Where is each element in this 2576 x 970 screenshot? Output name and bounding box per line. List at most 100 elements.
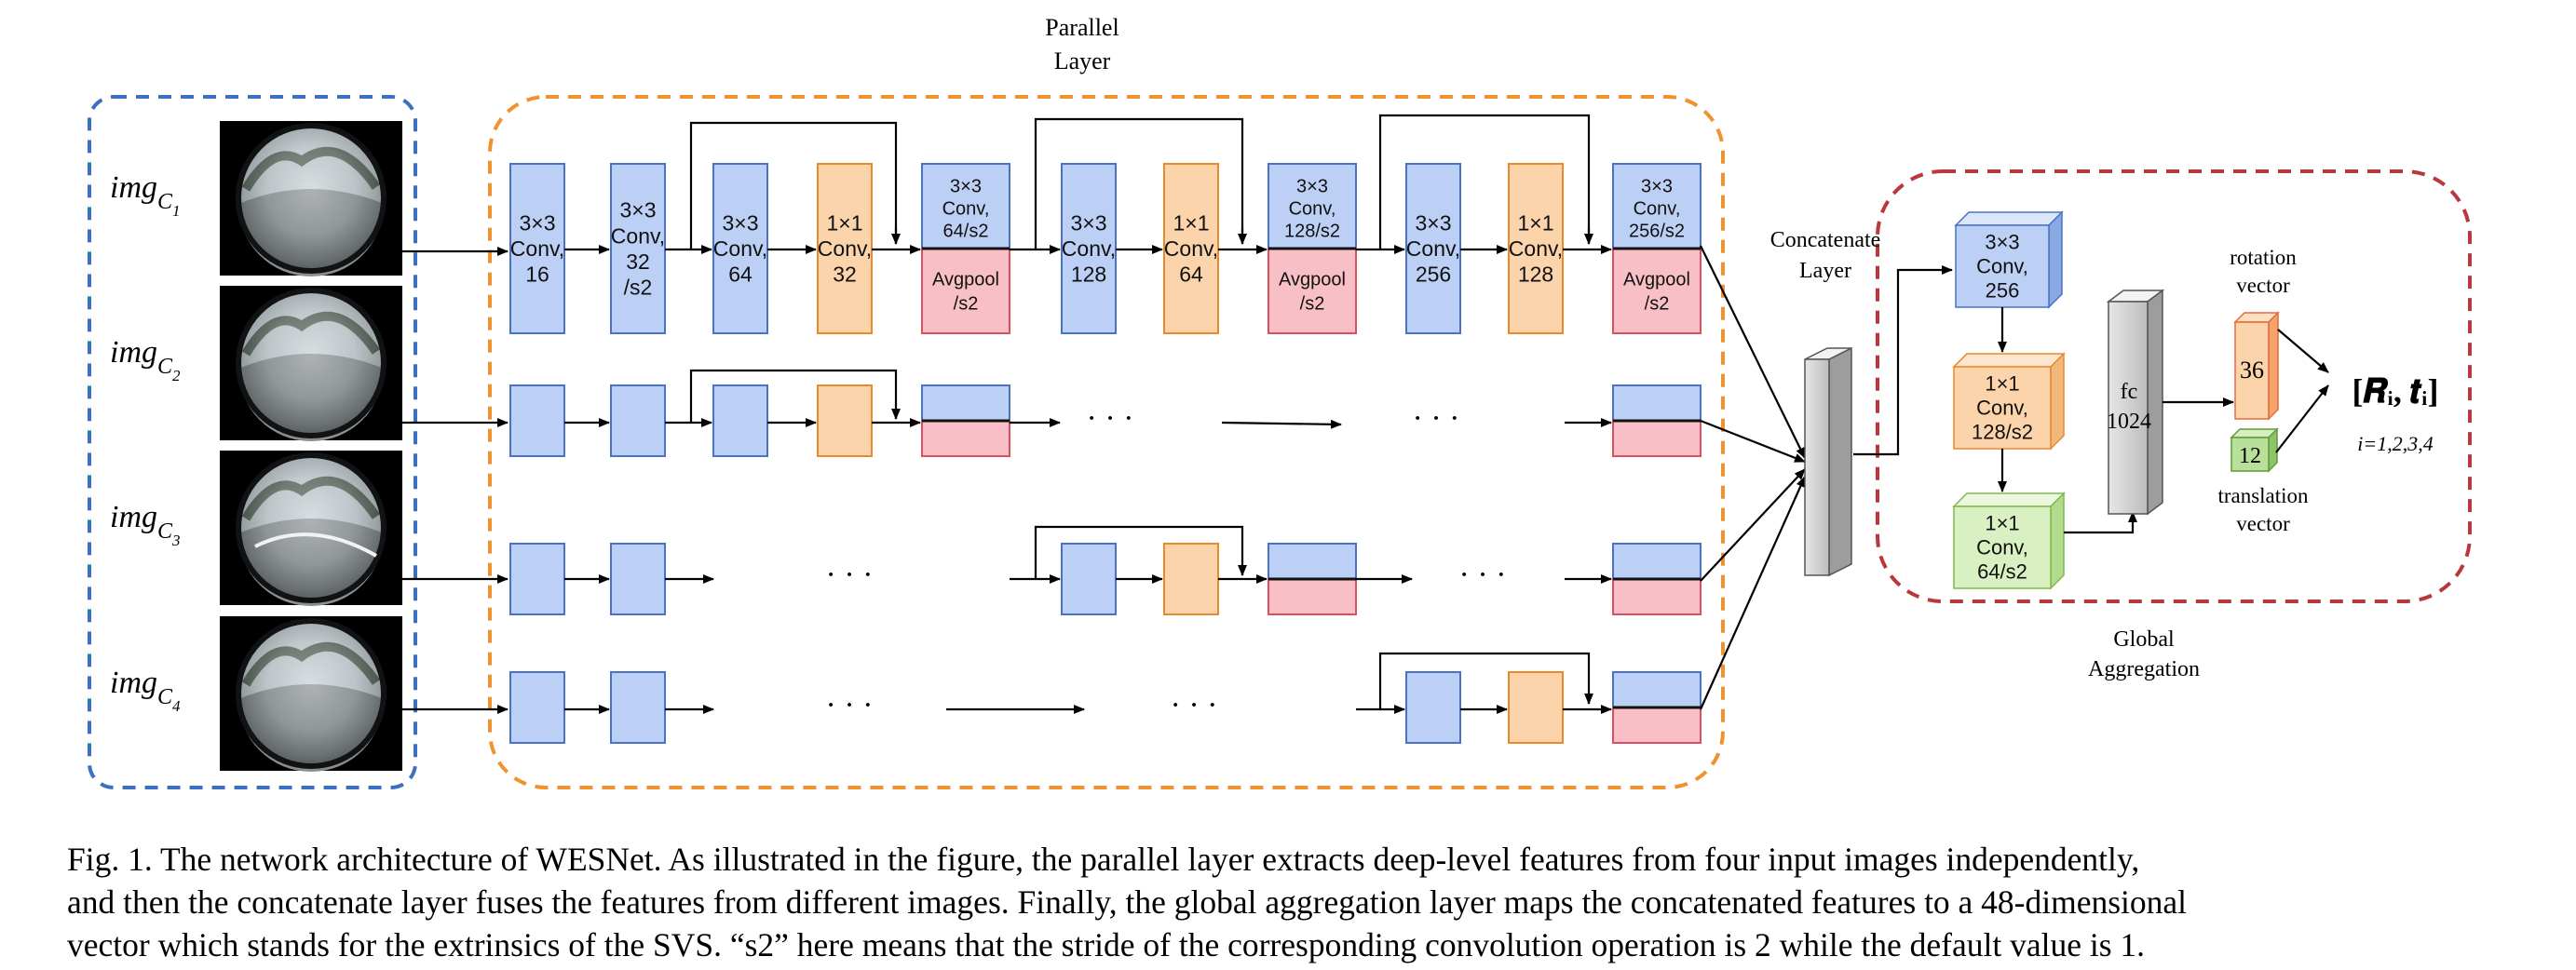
parallel-layer-frame — [488, 95, 1725, 789]
row1-conv-32-s2-text: /s2 — [624, 275, 653, 299]
arrow — [1221, 419, 1342, 429]
row1-conv-1x1-128-text: 1×1 — [1517, 210, 1553, 235]
caption-line: Fig. 1. The network architecture of WESN… — [67, 841, 2140, 878]
fisheye-image-2 — [220, 286, 402, 441]
concatenate-layer-bar — [1804, 346, 1852, 577]
row4-conv-block — [1405, 671, 1461, 744]
global-conv-3x3-256-text: 3×3 — [1985, 231, 2019, 254]
to-concat-arrow-4 — [1699, 476, 1807, 710]
row1-conv-16-text: Conv, — [510, 236, 564, 261]
connector — [1378, 652, 1591, 709]
connector — [1034, 117, 1244, 249]
row1-conv-64-text: 3×3 — [722, 210, 758, 235]
row2-conv-block — [509, 384, 565, 457]
fc-label: fc — [2121, 380, 2138, 404]
caption-line: vector which stands for the extrinsics o… — [67, 926, 2146, 963]
row2-dual-block — [921, 384, 1010, 457]
row1-conv-64-text: 64 — [728, 263, 752, 287]
global-conv-1x1-128-s2-text: Conv, — [1976, 397, 2028, 420]
row1-conv-1x1-32-text: Conv, — [818, 236, 872, 261]
row1-conv-256-text: 3×3 — [1415, 210, 1451, 235]
row1-conv-1x1-64-text: Conv, — [1164, 236, 1218, 261]
row1-dual-block-64-bottom-text: Avgpool — [932, 270, 999, 290]
row1-dual-block-256-top-text: Conv, — [1634, 199, 1681, 220]
to-concat-arrow-3 — [1700, 468, 1806, 582]
fisheye-image-4 — [220, 616, 402, 772]
row1-dual-block-128-bottom-text: Avgpool — [1279, 270, 1346, 290]
concatenate-layer-title-2: Layer — [1799, 259, 1851, 283]
output-index-label: i=1,2,3,4 — [2357, 432, 2433, 455]
row3-dual-block-last — [1612, 543, 1702, 615]
row1-dual-block-64-top-text: 64/s2 — [943, 222, 989, 242]
row2-conv-1x1-block — [817, 384, 873, 457]
network-architecture-diagram: Parallel Layer Concatenate Layer Global … — [88, 14, 2472, 789]
row1-dual-block-128-top-text: Conv, — [1289, 199, 1336, 220]
global-aggregation-title-1: Global — [2113, 627, 2175, 652]
concat-to-conv1-arrow — [1853, 265, 1953, 456]
translation-dim-label: 12 — [2239, 444, 2261, 468]
global-aggregation-title-2: Aggregation — [2088, 657, 2200, 681]
input-label-2: imgC2 — [110, 335, 181, 384]
row1-conv-128-text: Conv, — [1062, 236, 1116, 261]
connector — [1034, 525, 1244, 579]
ellipsis: · · · — [1413, 401, 1460, 436]
row4-conv-block — [610, 671, 666, 744]
row1-conv-256-text: 256 — [1416, 263, 1451, 287]
caption-line: and then the concatenate layer fuses the… — [67, 883, 2188, 921]
row1-dual-block-128-top-text: 128/s2 — [1284, 222, 1340, 242]
rotation-vector-label: rotation — [2230, 246, 2297, 269]
translation-vector-label: vector — [2236, 512, 2290, 535]
row1-conv-128-text: 128 — [1071, 263, 1106, 287]
parallel-layer-title-1: Parallel — [1045, 14, 1119, 41]
fisheye-image-3 — [220, 451, 402, 606]
row1-dual-block-128-bottom-text: /s2 — [1300, 294, 1325, 315]
row1-conv-256-text: Conv, — [1406, 236, 1460, 261]
row4-dual-block-last — [1612, 671, 1702, 744]
ellipsis: · · · — [1171, 688, 1218, 722]
row3-conv-block — [610, 543, 666, 615]
input-label-4: imgC4 — [110, 666, 181, 715]
row2-conv-block — [610, 384, 666, 457]
row1-dual-block-256-top-text: 3×3 — [1641, 177, 1673, 197]
connector — [1378, 114, 1591, 249]
to-concat-arrow-2 — [1700, 419, 1806, 464]
row3-conv-1x1-block — [1163, 543, 1219, 615]
rotation-to-output-arrow — [2277, 329, 2329, 373]
connector — [689, 121, 898, 249]
fisheye-image-1 — [220, 121, 402, 276]
row1-dual-block-256-bottom-text: Avgpool — [1623, 270, 1690, 290]
global-conv-1x1-128-s2-text: 128/s2 — [1972, 421, 2033, 444]
parallel-layer-title-2: Layer — [1054, 47, 1111, 74]
row1-conv-1x1-128-text: 128 — [1518, 263, 1553, 287]
ellipsis: · · · — [1087, 401, 1134, 436]
row2-conv-block — [712, 384, 768, 457]
row1-conv-16-text: 3×3 — [519, 210, 555, 235]
row1-conv-1x1-128-text: Conv, — [1509, 236, 1563, 261]
row1-dual-block-256-top-text: 256/s2 — [1629, 222, 1685, 242]
translation-vector-12: 12 — [2230, 427, 2279, 473]
global-conv-3x3-256-text: 256 — [1986, 279, 2020, 303]
concatenate-layer-title-1: Concatenate — [1770, 228, 1881, 252]
row1-conv-32-s2-text: Conv, — [611, 223, 665, 248]
row1-dual-block-256-bottom-text: /s2 — [1645, 294, 1670, 315]
global-conv-1x1-128-s2-text: 1×1 — [1985, 372, 2019, 396]
to-concat-arrow-1 — [1700, 245, 1806, 459]
row1-dual-block-64-top-text: Conv, — [942, 199, 990, 220]
figure-caption: Fig. 1. The network architecture of WESN… — [67, 838, 2516, 966]
row1-dual-block-128-top-text: 3×3 — [1296, 177, 1328, 197]
translation-to-output-arrow — [2275, 384, 2329, 453]
row4-conv-1x1-block — [1508, 671, 1564, 744]
row1-conv-32-s2-text: 3×3 — [619, 198, 656, 222]
global-conv-3x3-256-text: Conv, — [1976, 255, 2028, 278]
